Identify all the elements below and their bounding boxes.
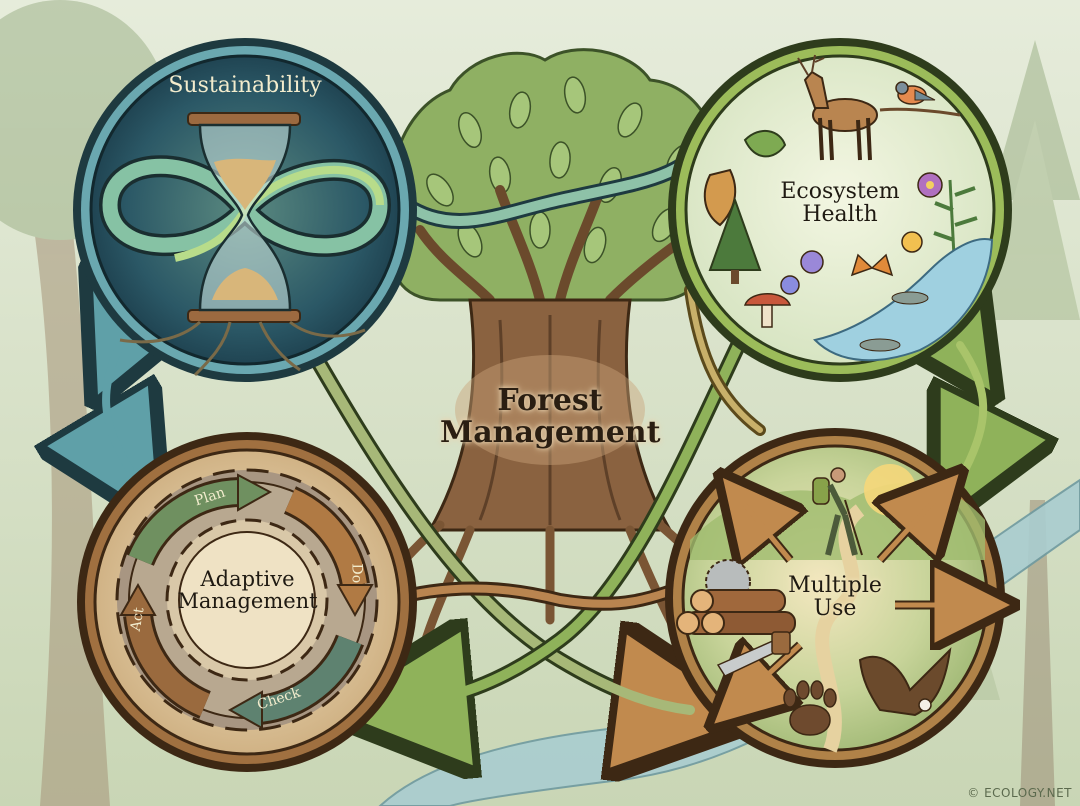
multiple-use-label-line2: Use (813, 596, 857, 622)
do-arrow (284, 488, 367, 588)
logs-icon (676, 589, 796, 635)
connector-arrows (106, 112, 983, 710)
wildlife-icon (703, 54, 994, 362)
node-ecosystem-health (668, 38, 1012, 382)
flower-icon (800, 250, 824, 274)
ecosystem-label-line1: Ecosystem (780, 179, 900, 204)
adaptive-label-line2: Management (177, 589, 318, 614)
leaf-icon (743, 130, 787, 158)
act-arrow (126, 613, 210, 717)
bird-icon (879, 81, 961, 117)
node-label-ecosystem-health: Ecosystem Health (755, 180, 925, 226)
center-label-line1: Forest (497, 383, 603, 418)
eagle-icon (858, 647, 952, 717)
cycle-label-do: Do (348, 563, 365, 584)
deer-icon (797, 54, 878, 161)
node-label-sustainability: Sustainability (150, 74, 340, 97)
gear-cycle-icon (115, 468, 379, 732)
node-sustainability (73, 38, 417, 382)
flower-icon (901, 231, 923, 253)
paw-print-icon (783, 680, 837, 736)
multiple-use-icon (676, 464, 985, 753)
ecosystem-label-line2: Health (802, 202, 878, 228)
multiple-use-label-line1: Multiple (788, 573, 882, 598)
node-label-multiple-use: Multiple Use (770, 574, 900, 620)
center-label-forest-management: Forest Management (440, 385, 660, 448)
adaptive-label-line1: Adaptive (200, 567, 295, 591)
butterfly-icon (850, 253, 894, 277)
node-label-adaptive-management: Adaptive Management (165, 568, 330, 612)
node-adaptive-management (77, 432, 417, 772)
hourglass-infinity-icon (98, 112, 392, 323)
flower-icon (780, 275, 800, 295)
mushroom-icon (743, 293, 792, 328)
fish-icon (891, 291, 929, 305)
oak-leaf-icon (703, 168, 737, 227)
hiker-icon (812, 467, 863, 556)
plan-arrow (128, 480, 241, 565)
roots (119, 320, 366, 377)
check-arrow (258, 635, 362, 722)
sun-icon (864, 464, 916, 516)
credit-watermark: © ECOLOGY.NET (967, 786, 1072, 800)
center-label-line2: Management (440, 414, 661, 450)
node-multiple-use (665, 428, 1005, 768)
sustainability-label: Sustainability (168, 73, 322, 98)
fish-icon (859, 338, 901, 352)
